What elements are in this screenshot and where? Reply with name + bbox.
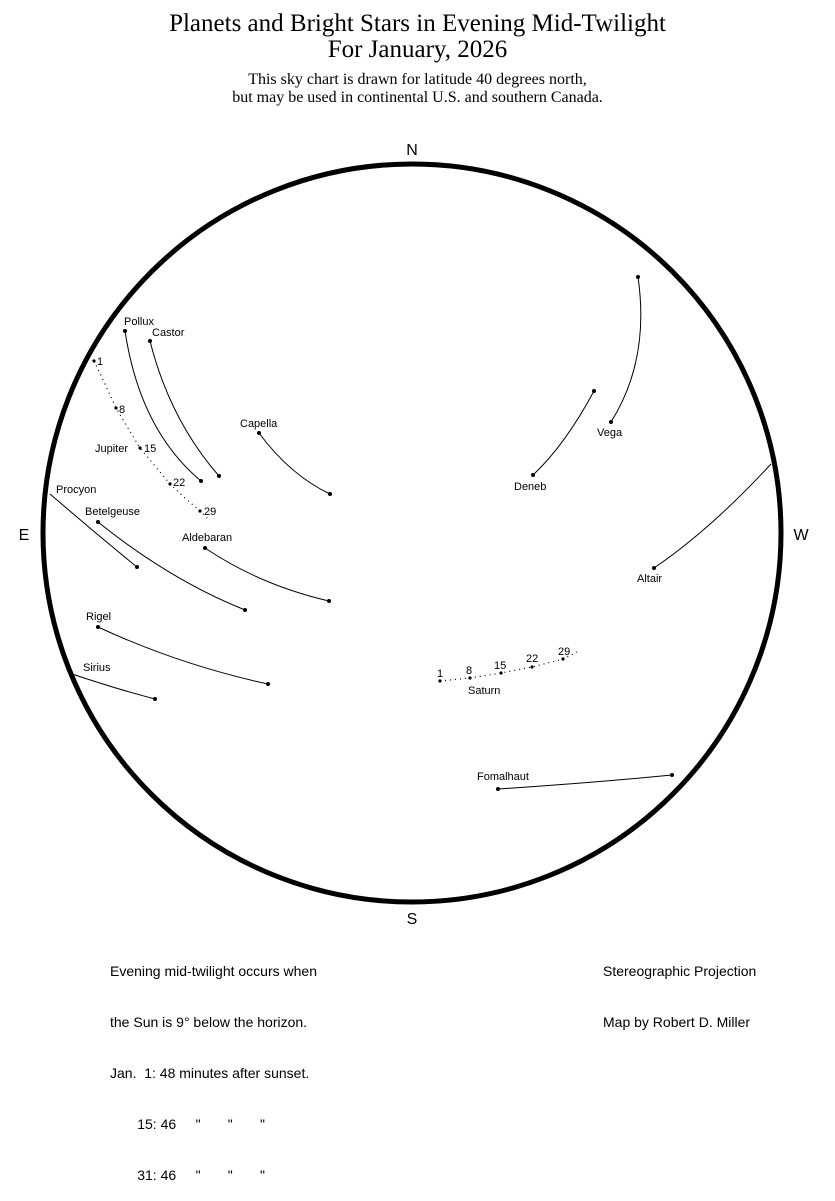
fomalhaut-dot bbox=[496, 787, 500, 791]
aldebaran-track bbox=[204, 547, 330, 602]
capella-label: Capella bbox=[240, 418, 278, 430]
saturn-label: Saturn bbox=[468, 685, 500, 697]
deneb-dot bbox=[531, 473, 535, 477]
pollux-track bbox=[124, 330, 202, 482]
twilight-note-line-3: Jan. 1: 48 minutes after sunset. bbox=[110, 1065, 310, 1081]
saturn-track bbox=[439, 651, 578, 682]
vega-track bbox=[610, 276, 642, 423]
altair-dot bbox=[652, 566, 656, 570]
vega-start-dot bbox=[636, 275, 640, 279]
saturn-date-15: 15 bbox=[494, 660, 506, 672]
sirius-label: Sirius bbox=[83, 662, 111, 674]
procyon-label: Procyon bbox=[56, 484, 96, 496]
projection-label: Stereographic Projection bbox=[603, 963, 757, 979]
fomalhaut-label: Fomalhaut bbox=[477, 771, 529, 783]
deneb-start-dot bbox=[592, 389, 596, 393]
jupiter-dot-8 bbox=[114, 406, 118, 410]
author-credit: Map by Robert D. Miller bbox=[603, 1014, 751, 1030]
vega-dot bbox=[609, 420, 613, 424]
chart-title-line-1: Planets and Bright Stars in Evening Mid-… bbox=[169, 10, 666, 37]
twilight-note-line-1: Evening mid-twilight occurs when bbox=[110, 963, 317, 979]
rigel-track bbox=[97, 626, 269, 685]
fomalhaut-track bbox=[497, 774, 673, 790]
subtitle-line-2: but may be used in continental U.S. and … bbox=[232, 89, 603, 106]
capella-end-dot bbox=[328, 492, 332, 496]
saturn-dot-29 bbox=[561, 657, 565, 661]
aldebaran-dot bbox=[203, 546, 207, 550]
jupiter-dot-1 bbox=[92, 359, 96, 363]
betelgeuse-label: Betelgeuse bbox=[85, 506, 140, 518]
castor-dot bbox=[148, 339, 152, 343]
pollux-dot bbox=[123, 329, 127, 333]
rigel-dot bbox=[96, 625, 100, 629]
saturn-dot-8 bbox=[468, 676, 472, 680]
saturn-dot-22 bbox=[530, 665, 534, 669]
compass-south: S bbox=[407, 911, 418, 928]
altair-label: Altair bbox=[637, 573, 662, 585]
fomalhaut-end-dot bbox=[670, 773, 674, 777]
capella-dot bbox=[257, 431, 261, 435]
saturn-dot-15 bbox=[499, 671, 503, 675]
projection-credit: Stereographic Projection Map by Robert D… bbox=[603, 929, 756, 1048]
vega-label: Vega bbox=[597, 427, 623, 439]
jupiter-date-8: 8 bbox=[119, 404, 125, 416]
betelgeuse-dot bbox=[96, 520, 100, 524]
chart-title-line-2: For January, 2026 bbox=[327, 36, 508, 63]
rigel-end-dot bbox=[266, 682, 270, 686]
jupiter-date-22: 22 bbox=[173, 477, 185, 489]
pollux-end-dot bbox=[199, 479, 203, 483]
betelgeuse-end-dot bbox=[243, 608, 247, 612]
sirius-track bbox=[71, 673, 156, 700]
sky-chart: N S E W bbox=[19, 142, 810, 928]
castor-end-dot bbox=[217, 474, 221, 478]
castor-track bbox=[149, 340, 220, 477]
compass-west: W bbox=[793, 527, 809, 544]
deneb-label: Deneb bbox=[514, 481, 546, 493]
saturn-date-29: 29 bbox=[558, 646, 570, 658]
saturn-dot-1 bbox=[438, 679, 442, 683]
twilight-note: Evening mid-twilight occurs when the Sun… bbox=[110, 929, 317, 1201]
jupiter-date-29: 29 bbox=[204, 506, 216, 518]
jupiter-label: Jupiter bbox=[95, 443, 128, 455]
twilight-note-line-2: the Sun is 9° below the horizon. bbox=[110, 1014, 308, 1030]
jupiter-dot-22 bbox=[168, 482, 172, 486]
horizon-circle bbox=[40, 161, 784, 905]
saturn-date-8: 8 bbox=[466, 665, 472, 677]
subtitle-line-1: This sky chart is drawn for latitude 40 … bbox=[248, 71, 587, 88]
jupiter-dot-29 bbox=[198, 509, 202, 513]
betelgeuse-track bbox=[97, 521, 246, 611]
compass-east: E bbox=[19, 527, 30, 544]
twilight-note-line-5: 31: 46 " " " bbox=[110, 1167, 265, 1183]
aldebaran-end-dot bbox=[327, 599, 331, 603]
jupiter-dot-15 bbox=[138, 446, 142, 450]
procyon-end-dot bbox=[135, 565, 139, 569]
altair-track bbox=[653, 463, 772, 569]
jupiter-date-1: 1 bbox=[97, 356, 103, 368]
saturn-date-22: 22 bbox=[526, 653, 538, 665]
jupiter-track bbox=[93, 360, 209, 520]
compass-north: N bbox=[406, 142, 418, 159]
sirius-end-dot bbox=[153, 697, 157, 701]
procyon-track bbox=[49, 493, 138, 568]
jupiter-date-15: 15 bbox=[144, 443, 156, 455]
castor-label: Castor bbox=[152, 327, 185, 339]
twilight-note-line-4: 15: 46 " " " bbox=[110, 1116, 265, 1132]
saturn-date-1: 1 bbox=[437, 668, 443, 680]
pollux-label: Pollux bbox=[124, 316, 154, 328]
aldebaran-label: Aldebaran bbox=[182, 532, 232, 544]
deneb-track bbox=[532, 390, 595, 476]
capella-track bbox=[258, 432, 331, 495]
rigel-label: Rigel bbox=[86, 611, 111, 623]
